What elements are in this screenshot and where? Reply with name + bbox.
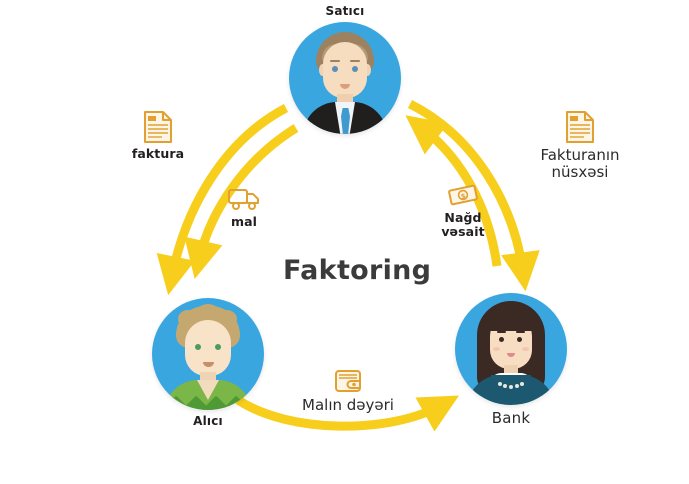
businesswoman-avatar-icon bbox=[455, 293, 567, 405]
flow-label-goods-value: Malın dəyəri bbox=[302, 396, 394, 414]
flow-label-invoice: faktura bbox=[131, 146, 185, 161]
delivery-truck-icon bbox=[228, 189, 259, 210]
banknote-cash-icon: $ bbox=[448, 184, 478, 206]
flow-cash: $ Nağd vəsait bbox=[419, 182, 507, 239]
document-invoice-icon bbox=[144, 111, 172, 143]
flow-label-goods: mal bbox=[230, 214, 258, 229]
actor-buyer: Alıcı bbox=[152, 298, 264, 428]
diagram-title: Faktoring bbox=[283, 255, 432, 286]
actor-seller bbox=[289, 22, 401, 134]
actor-label-buyer: Alıcı bbox=[193, 414, 223, 428]
flow-invoice: faktura bbox=[112, 110, 204, 161]
actor-bank: Bank bbox=[455, 293, 567, 427]
wallet-icon bbox=[335, 370, 361, 392]
flow-invoice-copy: Fakturanın nüsxəsi bbox=[518, 110, 642, 181]
svg-text:$: $ bbox=[460, 192, 467, 201]
flow-label-invoice-copy: Fakturanın nüsxəsi bbox=[540, 146, 620, 181]
actor-label-bank: Bank bbox=[491, 409, 531, 427]
document-invoice-copy-icon bbox=[566, 111, 594, 143]
actor-label-seller: Satıcı bbox=[325, 4, 365, 18]
flow-goods: mal bbox=[205, 186, 283, 229]
young-man-avatar-icon bbox=[152, 298, 264, 410]
flow-goods-value: Malın dəyəri bbox=[283, 368, 413, 414]
flow-label-cash: Nağd vəsait bbox=[441, 210, 485, 239]
businessman-avatar-icon bbox=[289, 22, 401, 134]
